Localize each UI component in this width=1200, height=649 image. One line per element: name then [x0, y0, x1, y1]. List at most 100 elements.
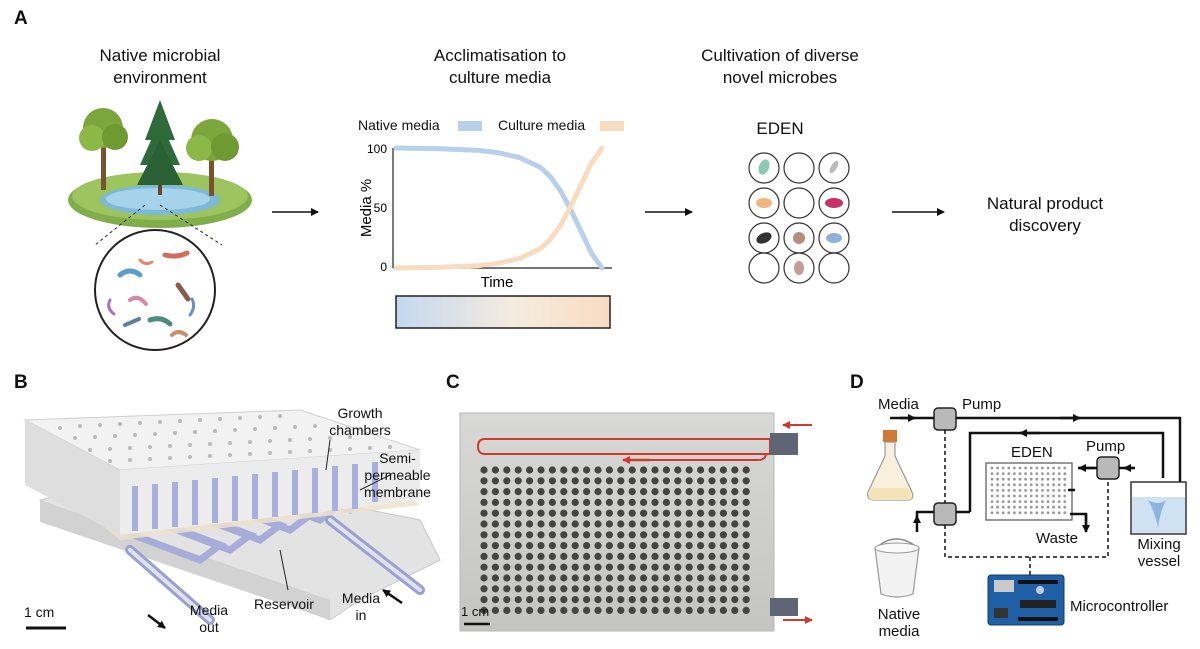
eden-plate-well [1001, 489, 1005, 492]
well-hole [731, 488, 739, 496]
well-hole [662, 477, 671, 485]
eden-plate-well [990, 500, 994, 503]
well-hole [537, 509, 545, 517]
eden-plate-well [1018, 483, 1022, 487]
eden-plate-well [996, 472, 999, 475]
media-in-line2: in [355, 607, 367, 623]
well-hole [583, 466, 591, 474]
eden-plate-well [1046, 472, 1050, 475]
label-reservoir: Reservoir [254, 596, 314, 612]
well-hole [605, 606, 614, 615]
well-hole [594, 509, 602, 517]
well-hole [571, 552, 579, 561]
well-hole [560, 563, 568, 571]
eden-plate-well [1057, 494, 1061, 498]
well-hole [662, 520, 671, 528]
well-hole [662, 466, 671, 474]
well-hole [514, 606, 522, 615]
well-hole [526, 531, 534, 539]
well-hole [594, 498, 602, 506]
label-growth-chambers: Growth chambers [320, 405, 400, 439]
label-eden: EDEN [1011, 444, 1053, 461]
eden-plate-well [1013, 500, 1016, 503]
well-hole [640, 563, 648, 571]
well-hole [491, 585, 499, 593]
well-hole [583, 531, 591, 539]
well-hole [503, 488, 511, 496]
well-hole [708, 596, 716, 604]
well-hole [560, 574, 568, 582]
eden-plate-well [996, 466, 999, 470]
well-hole [560, 585, 568, 593]
eden-plate-well [1018, 472, 1022, 475]
eden-plate-well [1007, 500, 1011, 503]
well-hole [628, 585, 636, 593]
inlet-connector [770, 433, 798, 455]
well-hole [480, 552, 488, 561]
well-hole [708, 531, 716, 539]
well-hole [640, 498, 648, 506]
well-hole [719, 542, 728, 550]
eden-plate-well [1007, 494, 1011, 498]
well-hole [480, 585, 488, 593]
panel-c-letter: C [446, 372, 460, 393]
well-hole [731, 498, 739, 506]
mixing-line1: Mixing [1137, 536, 1181, 553]
well-hole [731, 466, 739, 474]
well-hole [731, 574, 739, 582]
well-hole [617, 552, 625, 561]
well-hole [628, 520, 636, 528]
well-hole [674, 606, 682, 615]
eden-plate-well [1001, 500, 1005, 503]
well-hole [480, 606, 488, 615]
eden-plate-well [1013, 505, 1016, 509]
well-hole [605, 488, 614, 496]
well-hole [594, 542, 602, 550]
well-hole [719, 466, 728, 474]
eden-plate-well [1024, 466, 1027, 470]
well-hole [719, 520, 728, 528]
well-hole [480, 498, 488, 506]
eden-plate-well [1024, 472, 1027, 475]
eden-plate-well [1063, 483, 1067, 487]
well-hole [719, 552, 728, 561]
well-hole [480, 542, 488, 550]
well-hole [617, 606, 625, 615]
well-hole [697, 552, 705, 561]
well-hole [708, 563, 716, 571]
well-hole [685, 606, 693, 615]
eden-plate-well [1035, 472, 1039, 475]
eden-plate-well [1024, 505, 1027, 509]
well-hole [548, 488, 557, 496]
eden-plate-well [1052, 477, 1055, 481]
media-in-arrow [382, 588, 403, 605]
well-hole [537, 498, 545, 506]
eden-plate-well [1007, 505, 1011, 509]
well-hole [742, 509, 750, 517]
semi-line3: membrane [364, 484, 431, 500]
eden-plate-well [1018, 494, 1022, 498]
well-hole [491, 542, 499, 550]
well-hole [640, 509, 648, 517]
well-hole [503, 574, 511, 582]
well-hole [731, 509, 739, 517]
eden-plate-well [1001, 511, 1005, 515]
eden-plate-well [1035, 489, 1039, 492]
step1-title-line1: Native microbial [99, 46, 221, 65]
well-hole [491, 574, 499, 582]
well-hole [731, 542, 739, 550]
well-hole [548, 542, 557, 550]
eden-plate-well [996, 494, 999, 498]
well-hole [605, 542, 614, 550]
well-hole [571, 531, 579, 539]
well-hole [583, 509, 591, 517]
well-hole [548, 606, 557, 615]
well-hole [674, 488, 682, 496]
well-hole [537, 574, 545, 582]
eden-plate-well [1013, 472, 1016, 475]
well-hole [514, 520, 522, 528]
well-hole [685, 531, 693, 539]
step4-title: Natural product discovery [940, 193, 1150, 237]
well-hole [526, 509, 534, 517]
well-hole [640, 542, 648, 550]
